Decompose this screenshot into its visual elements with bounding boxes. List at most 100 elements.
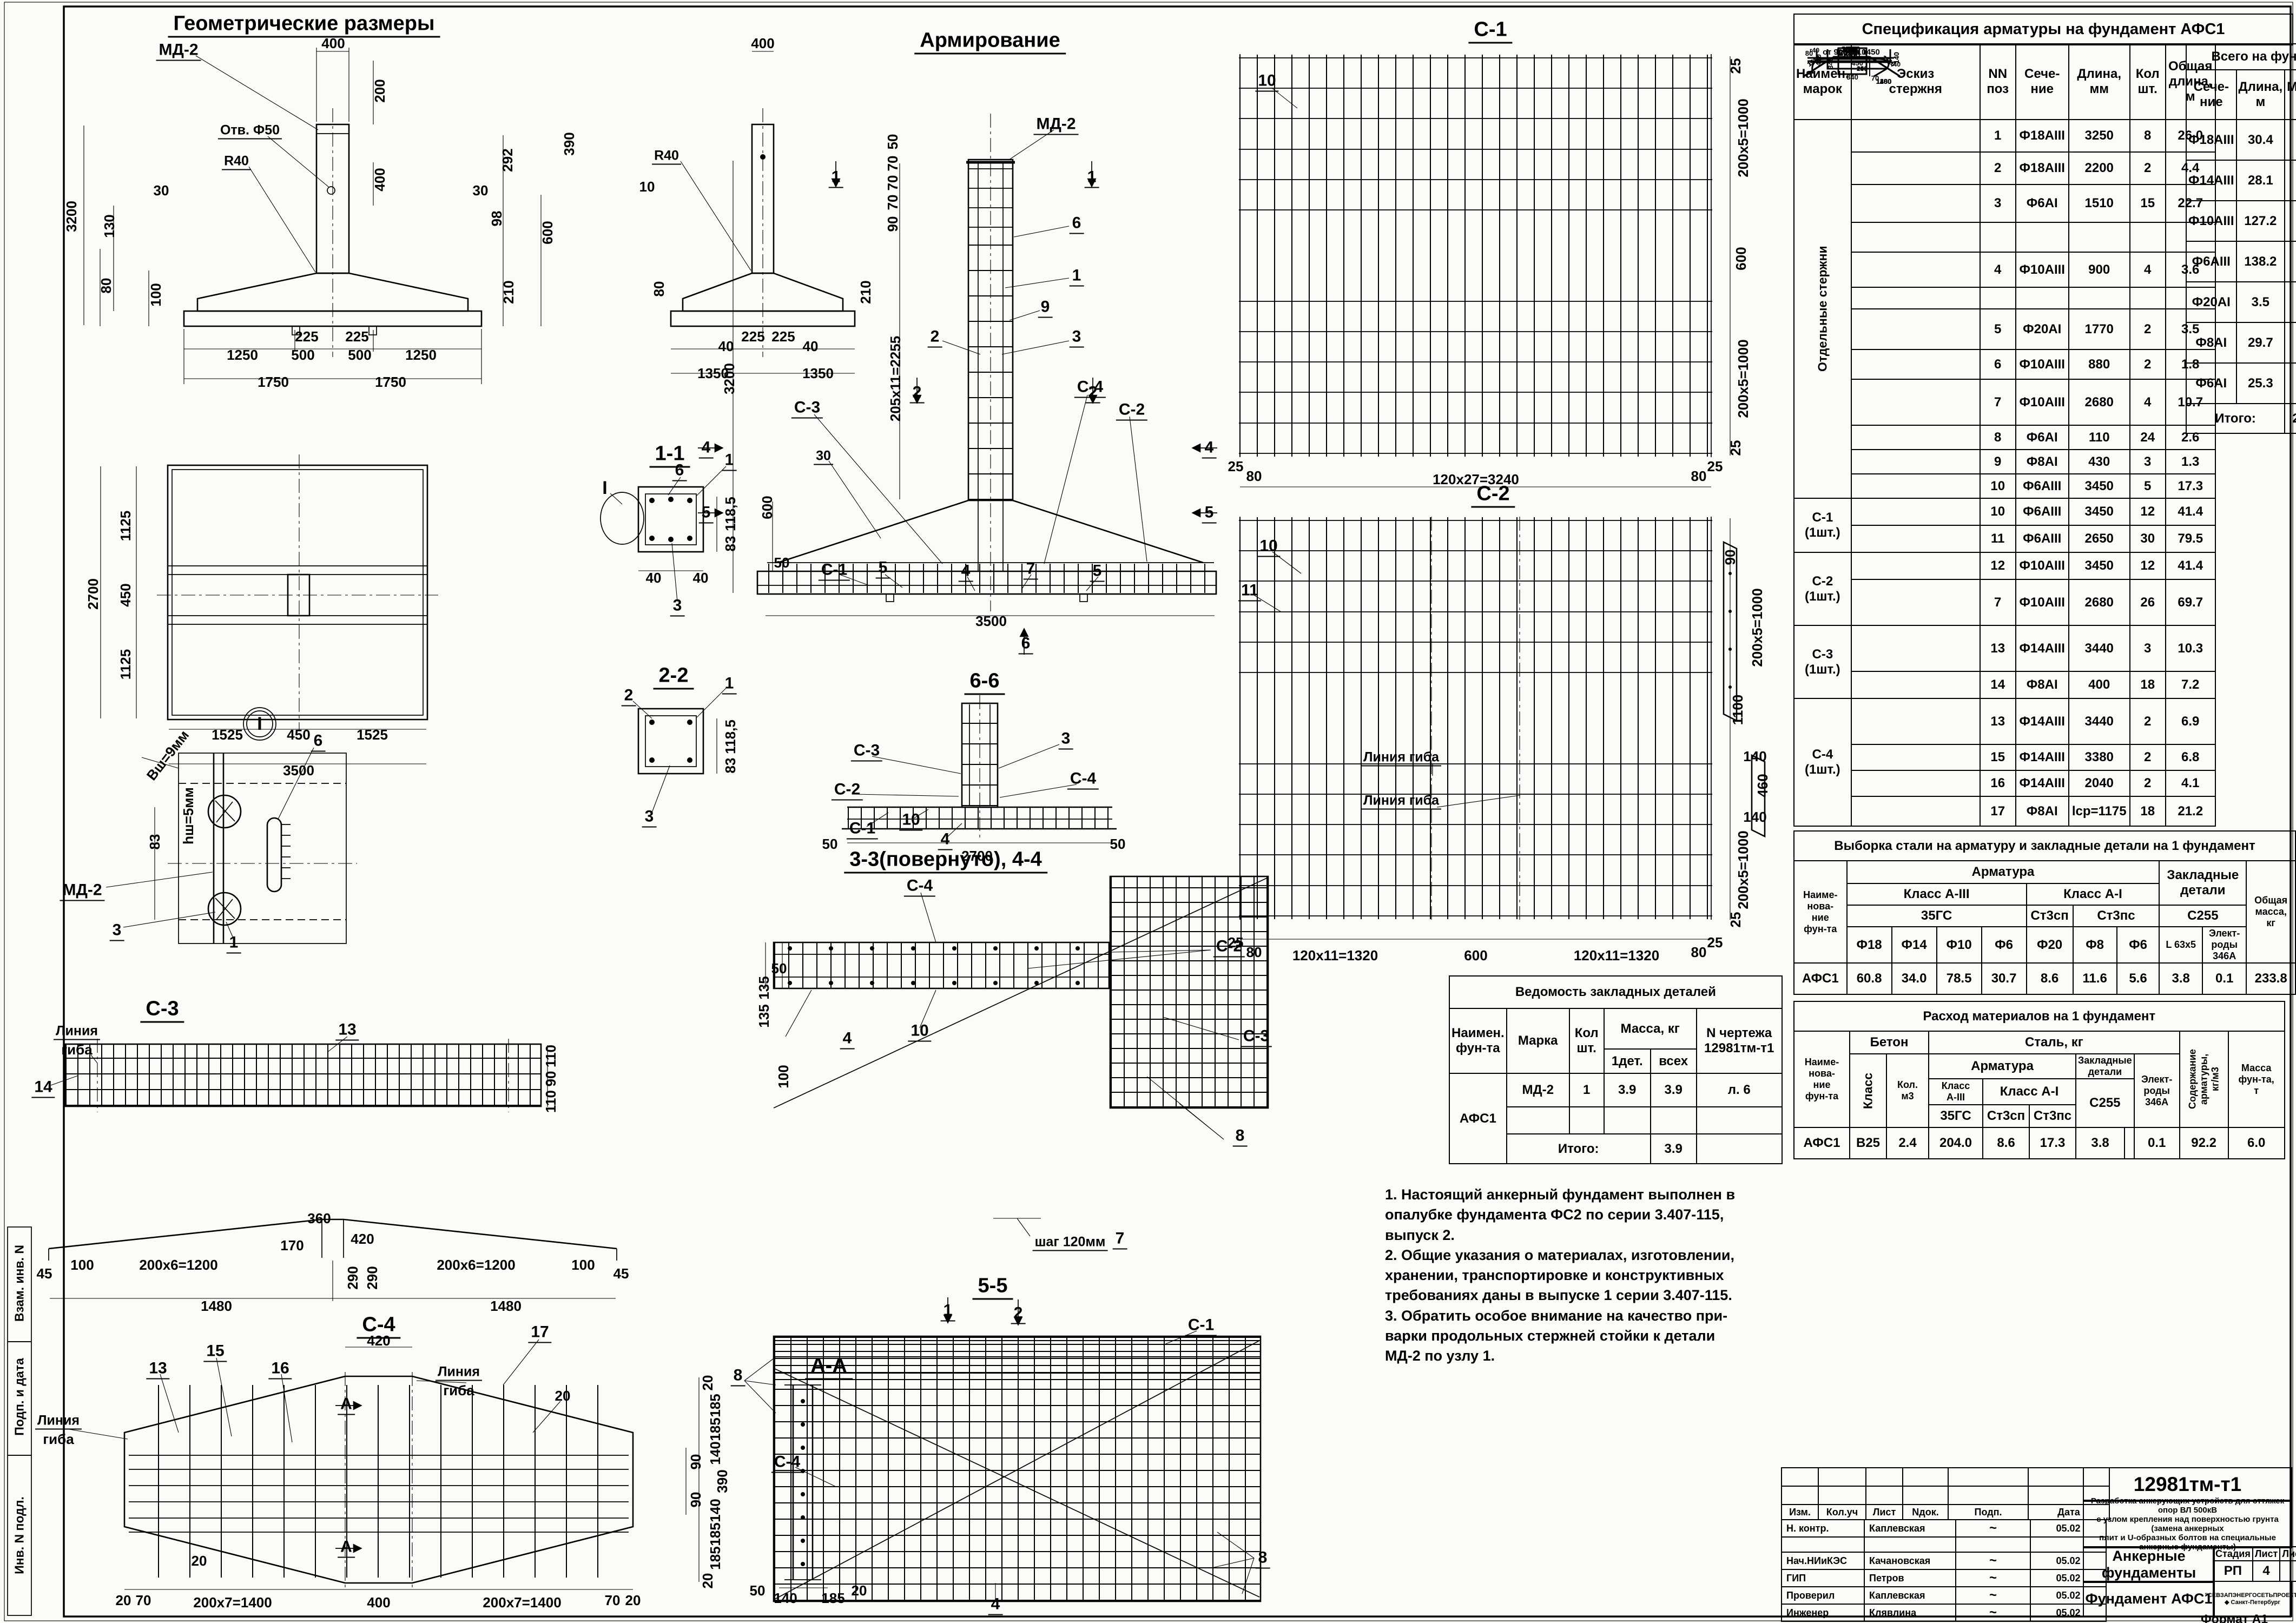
drawing-label: 185 [707, 1546, 723, 1570]
table-cell: С255 [2159, 905, 2247, 927]
drawing-label: 2-2 [653, 665, 694, 690]
drawing-label: 20 [700, 1375, 716, 1391]
drawing-label: С-1 [1185, 1317, 1217, 1336]
table-cell: Ф8АI [2015, 796, 2069, 827]
table-cell: Ф8АI [2015, 449, 2069, 474]
drawing-label: 2700 [961, 848, 993, 864]
drawing-label: 3 [109, 922, 124, 941]
table-cell: Каплевская [1864, 1586, 1956, 1605]
table-cell: 1 [1979, 119, 2016, 153]
drawing-label: 1 [226, 934, 241, 954]
drawing-label: 390 [714, 1469, 730, 1493]
table-cell: л. 6 [1695, 1073, 1783, 1107]
drawing-label: 600 [759, 496, 775, 519]
table-cell: 41.4 [2165, 498, 2216, 526]
table-cell [1864, 1536, 1956, 1553]
drawing-label: Линия [54, 1024, 100, 1040]
table-cell: 3450 [2068, 498, 2130, 526]
drawing-label: 3200 [721, 363, 737, 394]
table-cell: Кол шт. [2129, 43, 2166, 120]
table-cell: Общая масса, кг [2246, 860, 2296, 964]
drawing-label: С-1 [818, 562, 850, 581]
titled-box: Анкерные фундаменты [2083, 1546, 2215, 1583]
table-cell [2124, 1127, 2135, 1159]
drawing-label: 1-1 [649, 444, 690, 468]
drawing-label: 3 [1058, 730, 1073, 750]
drawing-label: 5 [875, 559, 890, 579]
drawing-label: 3500 [283, 762, 314, 778]
drawing-label: 4 [988, 1596, 1003, 1615]
table-cell: Ф10АIII [2015, 552, 2069, 580]
drawing-label: 14 [31, 1079, 55, 1098]
table-cell: 7 [1979, 379, 2016, 426]
drawing-label: 25 [1707, 934, 1723, 951]
drawing-label: С-4 [1067, 770, 1099, 790]
table-cell: 3 [1979, 184, 2016, 223]
table-cell: 18 [2129, 796, 2166, 827]
table-cell: 8.6 [1982, 1127, 2030, 1159]
drawing-label: 185 [821, 1590, 845, 1606]
table-cell: 05.02 [2030, 1586, 2107, 1605]
drawing-label: 225 [741, 328, 765, 345]
drawing-label: 40 [645, 570, 662, 586]
table-cell: NN поз [1979, 43, 2016, 120]
drawing-label: 1250 [227, 347, 258, 363]
titled-box: Фундамент АФС1 [2083, 1581, 2215, 1617]
drawing-label: 140 [707, 1441, 723, 1465]
drawing-label: 170 [280, 1237, 304, 1253]
note-line: МД-2 по узлу 1. [1385, 1348, 1495, 1364]
table-cell: 3380 [1807, 45, 1981, 771]
drawing-label: 420 [351, 1231, 374, 1247]
table-cell: 1 [1568, 1073, 1605, 1107]
table-cell: Ф18АIII [2015, 151, 2069, 185]
notes-block: 1. Настоящий анкерный фундамент выполнен… [1385, 1185, 1802, 1366]
drawing-label: 2 [621, 687, 636, 707]
drawing-label: 4 [938, 831, 953, 850]
drawing-label: 225 [345, 328, 369, 345]
table-cell: С-1 (1шт.) [1793, 498, 1852, 553]
table-cell: Класс А-III [1928, 1078, 1983, 1105]
table-cell [1865, 1467, 1903, 1487]
table-cell [1850, 222, 1981, 253]
table-cell: Ф18АIII [2186, 119, 2237, 161]
table-cell: от 900 до 1450 [1810, 48, 1981, 827]
drawing-label: 600 [1733, 247, 1749, 270]
table-cell: Ф14АIII [2015, 744, 2069, 771]
table-cell: Выборка стали на арматуру и закладные де… [1793, 830, 2296, 861]
drawing-label: С-4 [771, 1454, 803, 1473]
table-cell: Всего на фун-т [2186, 43, 2296, 70]
note-line: 2. Общие указания о материалах, изготовл… [1385, 1246, 1735, 1263]
drawing-label: 50 [771, 960, 787, 977]
table-cell: 34.0 [1891, 962, 1937, 995]
table-cell: 05.02 [2030, 1604, 2107, 1622]
table-cell: Ф20 [2026, 926, 2074, 964]
drawing-label: 185 [707, 1417, 723, 1441]
table-cell: 17.3 [2029, 1127, 2076, 1159]
table-cell: АФС1 [1449, 1073, 1507, 1164]
table-cell: Стадия [2213, 1546, 2253, 1561]
table-cell: 6.8 [2165, 744, 2216, 771]
table-cell: 900 [2068, 252, 2130, 288]
table-cell: 35ГС [1846, 905, 2027, 927]
drawing-label: 83 [722, 536, 738, 552]
table-cell: Ст3сп [1982, 1104, 2030, 1128]
drawing-label: 45 [613, 1265, 629, 1282]
drawing-label: 3 [642, 808, 657, 828]
drawing-label: 7 [1023, 560, 1038, 580]
table-cell: 69.7 [2165, 579, 2216, 626]
table-cell: 8 [2129, 119, 2166, 153]
table-cell: С-4 (1шт.) [1793, 698, 1852, 827]
drawing-label: 120х27=3240 [1433, 471, 1519, 487]
drawing-label: 600 [1464, 947, 1488, 964]
drawing-label: 11 [1238, 582, 1261, 602]
drawing-label: Инв. N подл. [12, 1496, 27, 1574]
drawing-label: 200х7=1400 [483, 1594, 562, 1611]
table-cell: 28.1 [2235, 160, 2286, 201]
drawing-label: 2 [1085, 384, 1100, 404]
table-cell: Сече- ние [2015, 43, 2069, 120]
drawing-label: 6-6 [964, 671, 1005, 695]
drawing-label: 1350 [802, 365, 834, 381]
titled-box: 12981тм-т1 [2083, 1467, 2292, 1502]
